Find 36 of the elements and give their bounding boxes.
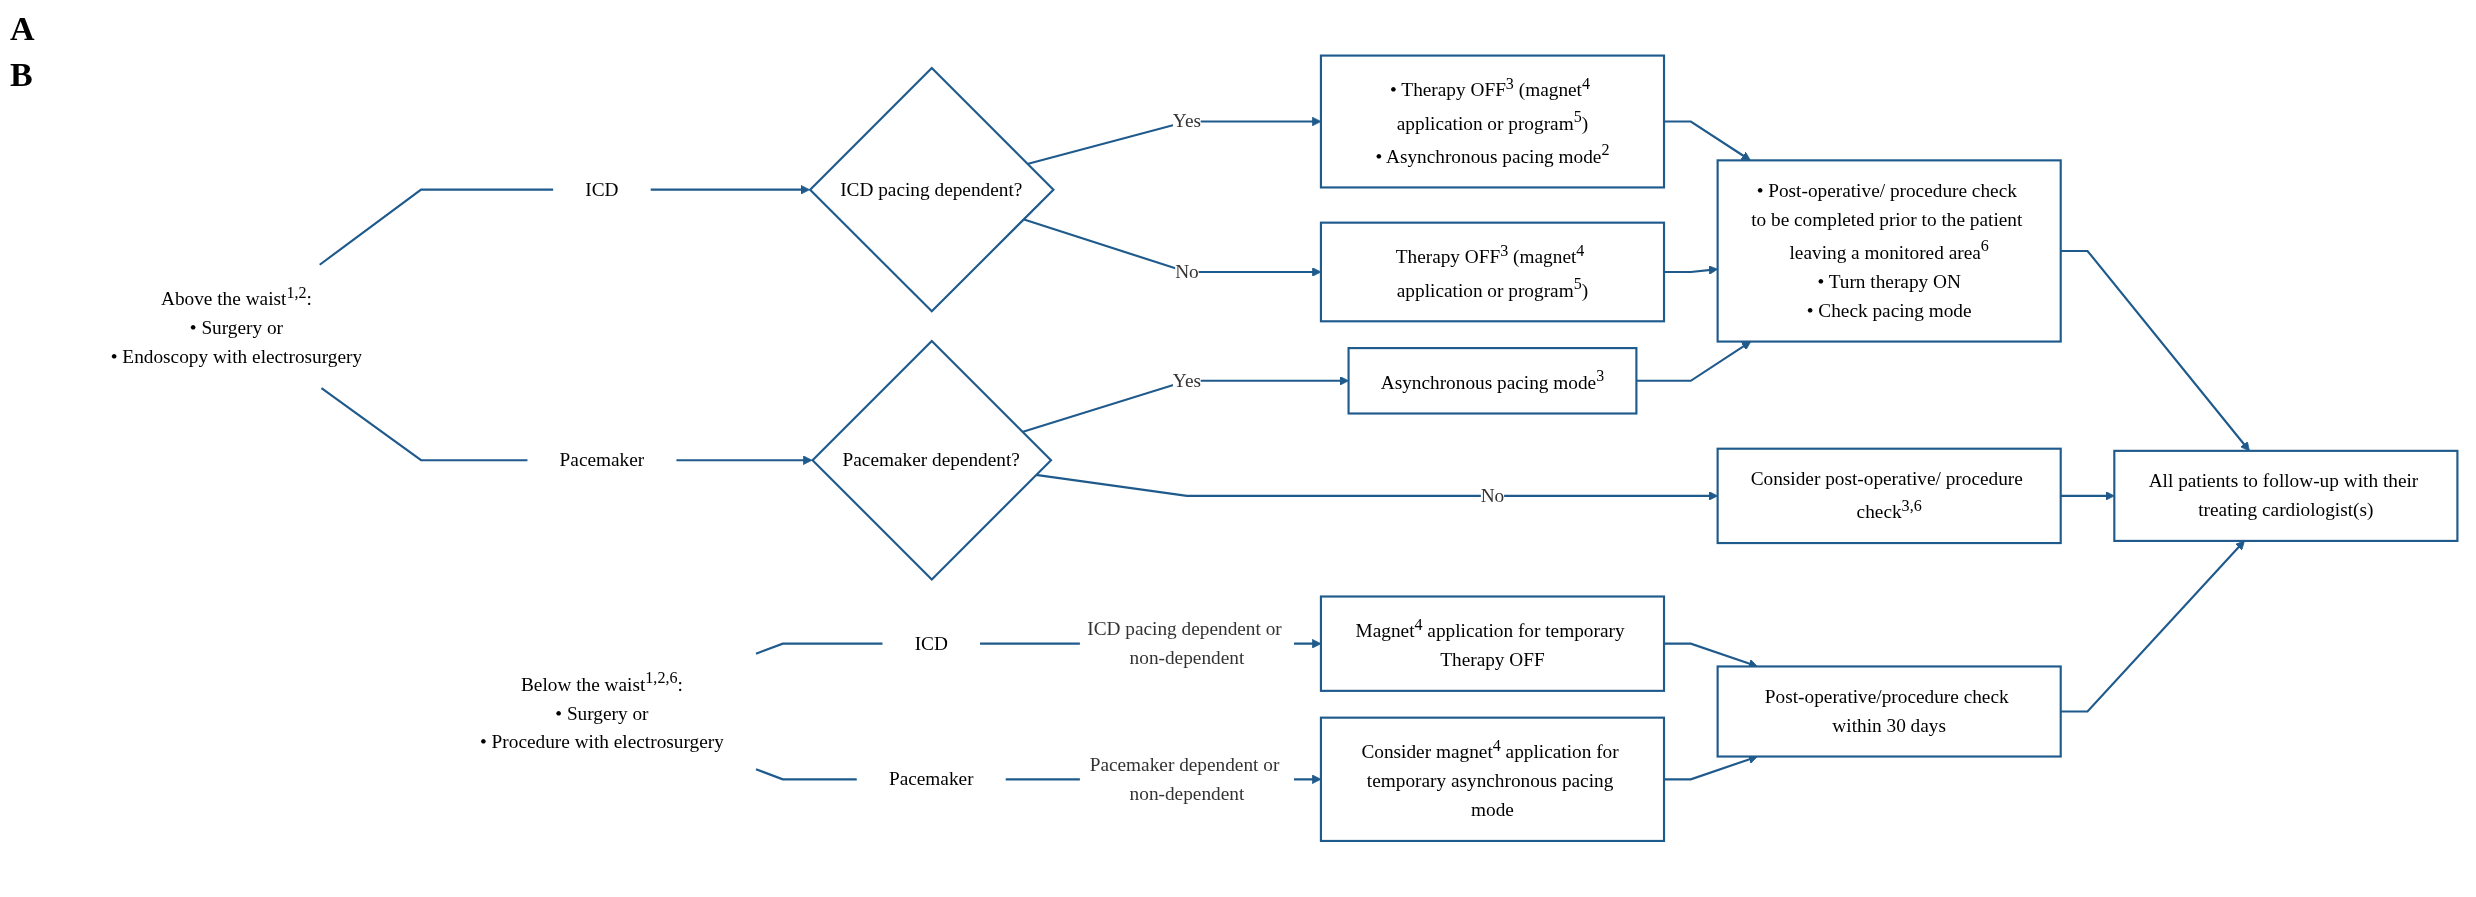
arrow — [676, 455, 813, 466]
node-box: • Post-operative/ procedure check to be completed prior to the patient leaving a monitored area$^{6}$ • Turn therapy ON • Check pacing mode — [1716, 159, 2062, 343]
node-text: Above the waist$^{1,2}$: • Surgery or • Endoscopy with electrosurgery — [110, 284, 363, 368]
node-box: Consider post-operative/ procedure check$^{3,6}$ — [1716, 447, 2062, 545]
node-box: Therapy OFF$^{3}$ (magnet$^{4}$ application or program$^{5}$) — [1319, 221, 1666, 323]
node-box: Magnet$^{4}$ application for temporary Therapy OFF — [1319, 595, 1666, 693]
node-text: Pacemaker — [888, 768, 974, 790]
node-diamond: ICD pacing dependent? — [808, 66, 1055, 314]
node-box: • Therapy OFF$^{3}$ (magnet$^{4}$ application or program$^{5}$) • Asynchronous pacing mode$^{2}$ — [1319, 54, 1666, 189]
arrow — [1021, 376, 1349, 434]
edge-label: Yes — [1172, 110, 1201, 132]
node-box: Post-operative/procedure check within 30 days — [1716, 665, 2062, 758]
node-box: All patients to follow-up with their treating cardiologist(s) — [2113, 450, 2459, 543]
node-text: ICD — [914, 632, 948, 655]
arrow — [1664, 120, 1751, 161]
connector — [319, 188, 554, 266]
edge-label: Pacemaker dependent or non-dependent — [1089, 753, 1280, 805]
arrow — [2060, 491, 2115, 501]
node-box: Asynchronous pacing mode$^{3}$ — [1347, 347, 1638, 415]
edge-label: No — [1175, 260, 1199, 283]
connector — [320, 387, 528, 462]
connector — [755, 642, 883, 655]
connector — [755, 768, 857, 781]
arrow — [2060, 250, 2250, 452]
node-text: Below the waist$^{1,2,6}$: • Surgery or • Procedure with electrosurgery — [480, 669, 724, 754]
node-text: Pacemaker — [559, 449, 645, 471]
panel-letter: B — [10, 56, 34, 94]
edge-label: Yes — [1172, 369, 1201, 392]
node-text: ICD — [585, 178, 619, 201]
edge-label: ICD pacing dependent or non-dependent — [1087, 618, 1282, 669]
arrow — [1636, 341, 1752, 383]
node-box: Consider magnet$^{4}$ application for temporary asynchronous pacing mode — [1319, 716, 1666, 843]
panel-letter: A — [10, 10, 35, 48]
node-diamond: Pacemaker dependent? — [811, 339, 1053, 582]
edge-label: No — [1480, 484, 1505, 507]
arrow — [650, 185, 810, 195]
